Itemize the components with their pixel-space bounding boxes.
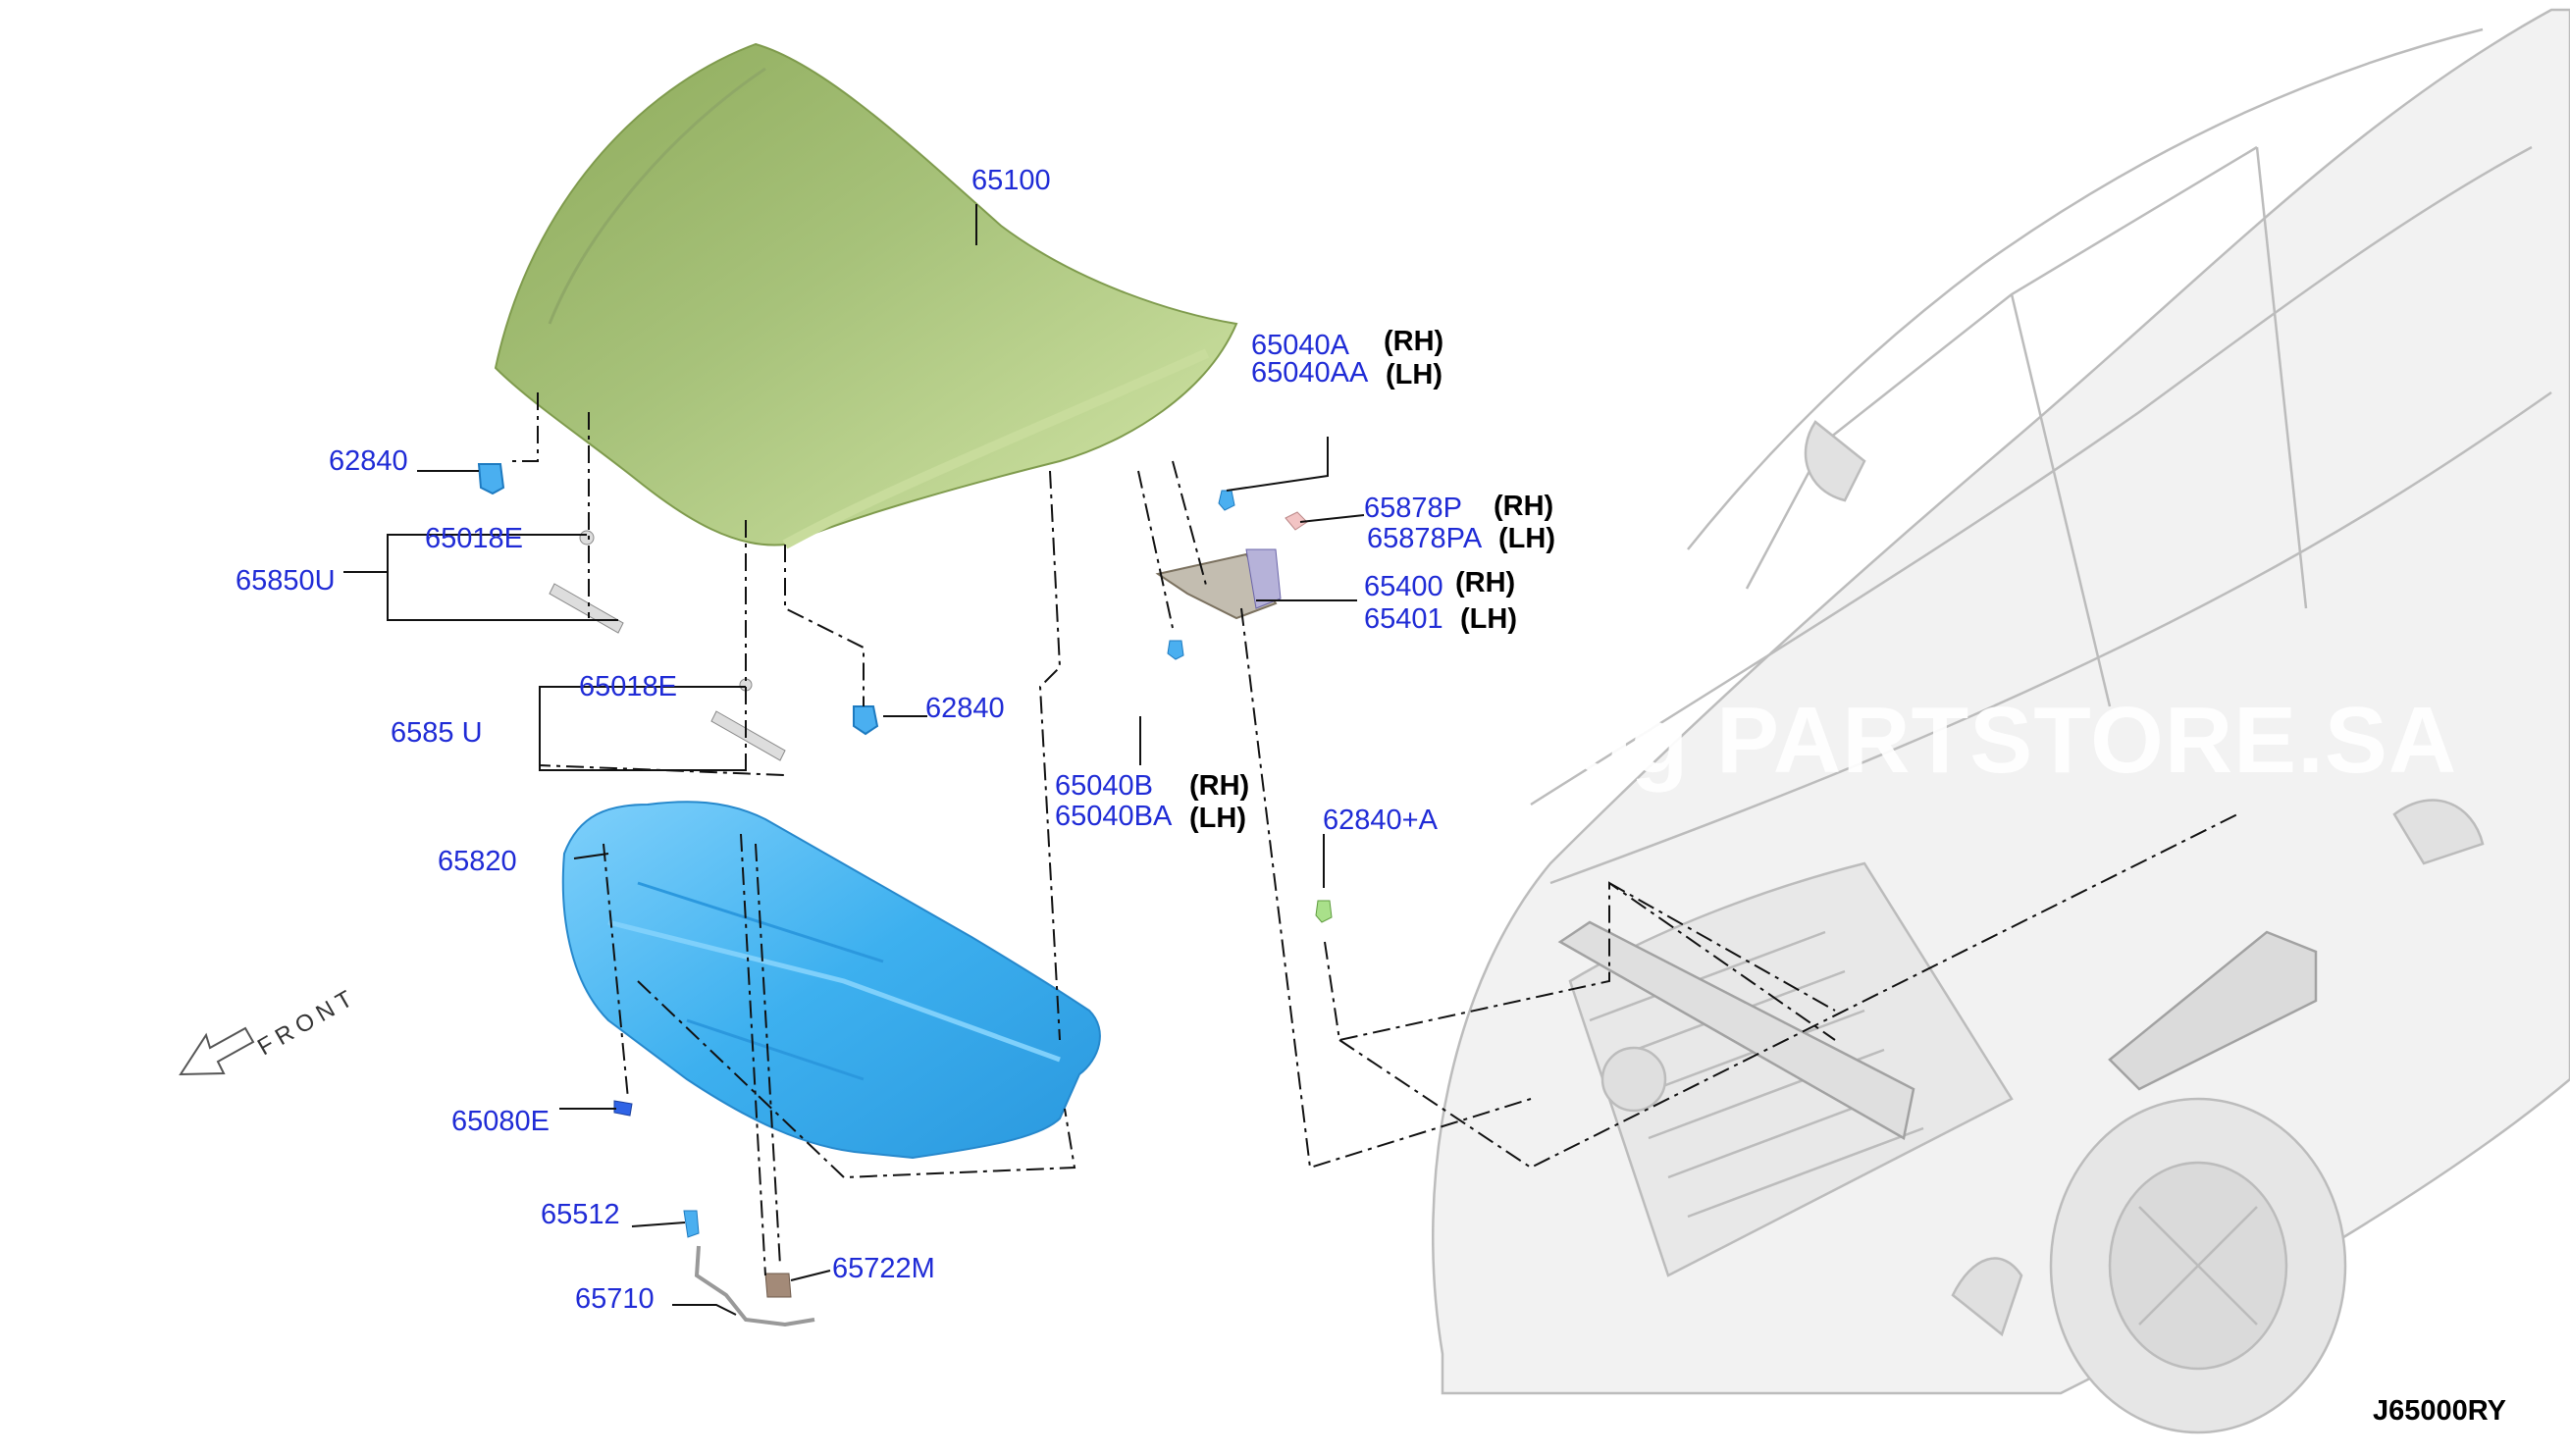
label-hinge-lh[interactable]: 65401 [1364,603,1443,635]
label-bumper-rubber-center[interactable]: 62840 [925,693,1005,724]
label-clip-insulator[interactable]: 65080E [451,1106,550,1137]
label-hinge-bolt-lower-lh[interactable]: 65040BA [1055,801,1173,832]
label-hinge-bolt-upper-lh[interactable]: 65040AA [1251,357,1369,389]
label-clip-lower[interactable]: 65018E [579,671,677,702]
label-insulator[interactable]: 65820 [438,846,517,877]
side-lh: (LH) [1460,603,1517,635]
label-bumper-rubber-left[interactable]: 62840 [329,445,408,477]
front-arrow-icon [179,1026,255,1076]
label-seal-rh[interactable]: 65878P [1364,493,1462,524]
vehicle-illustration [1432,8,2570,1434]
side-lh: (LH) [1386,359,1442,390]
hood-insulator [561,801,1101,1160]
watermark-text: alog PARTSTORE.SA [1492,688,2458,793]
side-lh: (LH) [1189,803,1246,834]
leader-lines [343,204,1365,1316]
label-hinge-bolt-upper-rh[interactable]: 65040A [1251,330,1349,361]
label-hood[interactable]: 65100 [971,165,1051,196]
hood-panel [494,42,1238,549]
label-rod[interactable]: 65710 [575,1283,655,1315]
side-rh: (RH) [1455,567,1516,598]
side-rh: (RH) [1384,326,1444,357]
side-lh: (LH) [1498,523,1555,554]
side-rh: (RH) [1189,770,1250,802]
label-seal-lh[interactable]: 65878PA [1367,523,1483,554]
dash-lines [510,392,2238,1276]
label-molding-upper[interactable]: 65850U [236,565,336,597]
label-rod-holder[interactable]: 65722M [832,1253,935,1284]
label-hinge-bolt-lower-rh[interactable]: 65040B [1055,770,1153,802]
label-bumper-rubber-a[interactable]: 62840+A [1323,805,1438,836]
label-hook[interactable]: 65512 [541,1199,620,1230]
label-hinge-rh[interactable]: 65400 [1364,571,1443,602]
diagram-code: J65000RY [2373,1395,2506,1427]
label-molding-lower[interactable]: 6585 U [391,717,483,749]
label-clip-upper[interactable]: 65018E [425,523,523,554]
side-rh: (RH) [1494,491,1554,522]
